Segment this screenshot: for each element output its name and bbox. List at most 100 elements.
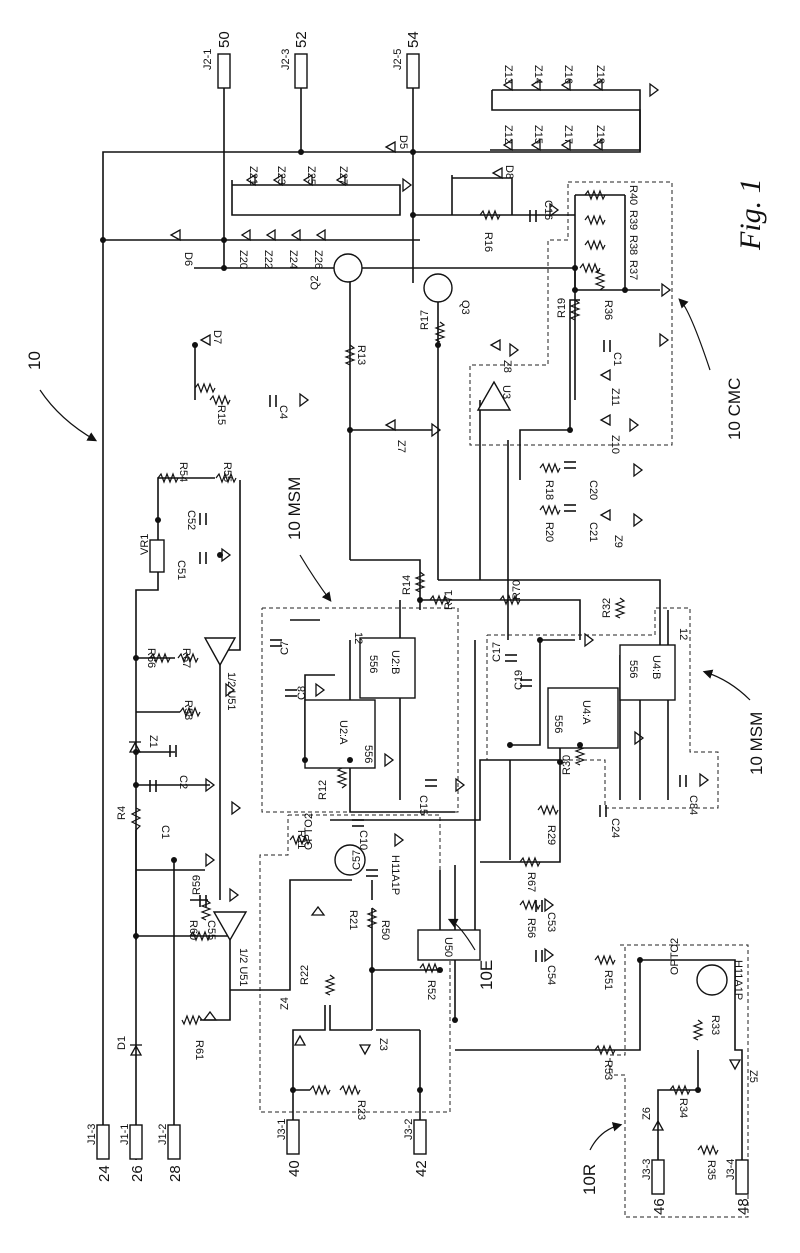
label-u2b-12: 12 [352,632,364,644]
label-z15: Z15 [532,125,544,144]
component-labels: D1 R4 C1 C2 Z1 R58 R66 R67 VR1 C51 C52 R… [116,65,759,1180]
label-z14: Z14 [532,65,544,84]
label-c24: C24 [609,818,621,838]
wiring [102,88,743,1160]
label-r66: R66 [145,648,157,668]
label-q2: Q2 [309,275,321,290]
label-j3-2: J3-2 [403,1119,415,1140]
label-j3-4: J3-4 [725,1159,737,1180]
ref-10cmc: 10 CMC [725,378,744,440]
label-z11: Z11 [609,388,621,406]
label-h11a1p-r: H11A1P [732,960,744,1000]
grounds [202,82,710,1021]
capacitors [149,210,687,962]
label-j1-3: J1-3 [86,1124,98,1145]
label-z17: Z17 [562,125,574,144]
junctions [100,149,701,1093]
label-j2-1: J2-1 [202,49,214,70]
label-d7: D7 [211,330,223,344]
pin-52: 52 [293,31,310,48]
label-z8: Z8 [501,360,513,373]
label-z16: Z16 [562,65,574,84]
label-c51: C51 [175,560,187,580]
label-r56: R56 [525,918,537,938]
label-z6: Z6 [641,1107,653,1120]
label-c84: C84 [687,795,699,815]
label-r32: R32 [601,598,613,618]
label-opto2-e: OPTO2 [303,813,315,850]
ic-u2a [304,699,376,769]
label-c1: C1 [159,825,171,839]
label-z24: Z24 [287,250,299,269]
ic-u4b [619,644,676,701]
label-c21: C21 [587,522,599,542]
reference-callouts: 10 10 CMC 10 MSM 10 MSM 10E 10R Fig. 1 [25,178,767,1195]
label-r60: R60 [187,920,199,940]
label-z1: Z1 [147,735,159,748]
label-j2-5: J2-5 [392,49,404,70]
label-u4b: U4:B [650,655,662,679]
label-r16: R16 [482,232,494,252]
label-r53: R53 [602,1060,614,1080]
label-c1b: C1 [611,352,623,366]
pin-42: 42 [413,1160,430,1177]
label-d1: D1 [116,1036,128,1050]
label-r4: R4 [116,806,128,820]
label-z21: Z21 [247,166,259,185]
label-d5: D5 [397,135,409,149]
label-j1-2: J1-2 [157,1124,169,1145]
label-r15: R15 [215,405,227,425]
block-10msm-top [261,607,459,813]
potentiometer-vr1 [149,539,165,573]
label-r13: R13 [355,345,367,365]
label-r54: R54 [177,462,189,482]
label-c20: C20 [587,480,599,500]
label-r12: R12 [317,780,329,800]
block-10cmc [469,181,673,446]
label-r29: R29 [545,825,557,845]
pin-28: 28 [167,1165,184,1182]
label-z23: Z23 [275,166,287,185]
label-z13: Z13 [502,65,514,84]
label-r38: R38 [627,235,639,255]
block-10msm-right [486,607,719,809]
label-r37: R37 [627,260,639,280]
opamp-u51-top [203,637,237,667]
figure-caption: Fig. 1 [734,178,767,251]
label-u2b: U2:B [389,650,401,674]
label-d6: D6 [182,252,194,266]
label-z27: Z27 [337,166,349,185]
optocoupler-10e [334,844,366,876]
pin-26: 26 [129,1165,146,1182]
label-z7: Z7 [395,440,407,453]
label-z26: Z26 [312,250,324,269]
pin-24: 24 [96,1165,113,1182]
label-u51-top: 1/2 U51 [225,672,237,711]
pin-46: 46 [651,1198,668,1215]
label-r58: R58 [182,700,194,720]
ic-u50 [417,929,481,961]
label-r39: R39 [627,210,639,230]
label-r20: R20 [543,522,555,542]
pin-48: 48 [735,1198,752,1215]
label-c17: C17 [491,642,503,662]
pin-40: 40 [286,1160,303,1177]
label-j3-3: J3-3 [641,1159,653,1180]
transistor-q3 [423,273,453,303]
label-u2a-556: 556 [362,745,374,763]
label-c53: C53 [545,912,557,932]
label-c57: C57 [351,850,363,870]
label-c8: C8 [296,686,308,700]
label-r70: R70 [511,580,523,600]
ref-10e: 10E [477,960,496,990]
label-z3: Z3 [377,1038,389,1051]
ref-10: 10 [25,351,44,370]
label-r36: R36 [602,300,614,320]
label-u4b-12: 12 [677,628,689,640]
label-r17: R17 [419,310,431,330]
label-c7: C7 [279,641,291,655]
label-r34: R34 [677,1098,689,1118]
label-z12: Z12 [502,125,514,144]
label-r59: R59 [191,875,203,895]
label-r35: R35 [705,1160,717,1180]
